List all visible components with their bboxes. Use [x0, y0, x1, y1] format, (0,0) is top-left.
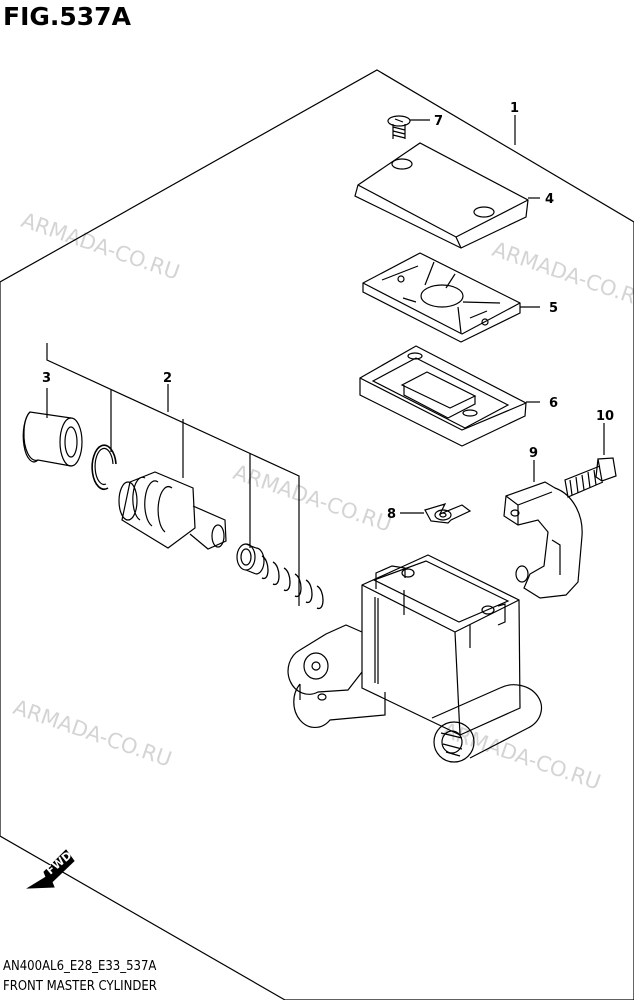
callout-10: 10: [596, 409, 614, 424]
figure-name: FRONT MASTER CYLINDER: [3, 979, 157, 994]
bolt-part-10: [564, 457, 617, 498]
assembly-outline: [0, 69, 634, 1000]
piston-part-2: [118, 471, 227, 550]
plate-part-5: [362, 252, 521, 343]
bracket-lines: [46, 343, 300, 606]
cap-part-4: [354, 142, 529, 249]
seal-ring: [236, 543, 265, 575]
screw-part-7: [387, 115, 411, 139]
clamp-part-9: [503, 481, 583, 599]
figure-title: FIG.537A: [3, 2, 131, 31]
boot-part-3: [22, 411, 83, 467]
circlip: [91, 444, 117, 490]
callout-4: 4: [545, 192, 554, 207]
callout-2: 2: [163, 371, 172, 386]
master-cylinder-body: [287, 554, 543, 763]
callout-8: 8: [387, 507, 396, 522]
callout-3: 3: [42, 371, 51, 386]
callout-6: 6: [549, 396, 558, 411]
callout-5: 5: [549, 301, 558, 316]
callout-9: 9: [529, 446, 538, 461]
fwd-arrow-icon: FWD: [26, 849, 75, 889]
diaphragm-part-6: [359, 345, 527, 447]
nut-part-8: [424, 503, 472, 524]
model-code: AN400AL6_E28_E33_537A: [3, 959, 157, 974]
callout-7: 7: [434, 114, 443, 129]
callout-1: 1: [510, 101, 519, 116]
spring: [261, 555, 324, 610]
